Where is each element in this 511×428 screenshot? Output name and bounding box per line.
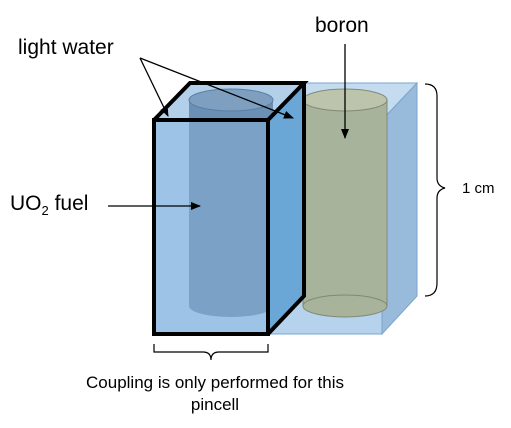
arrow-water-left — [139, 57, 169, 117]
fuel-label-suffix: fuel — [48, 192, 89, 215]
dimension-label: 1 cm — [462, 180, 495, 197]
fuel-pincell — [152, 81, 309, 336]
light-water-label: light water — [18, 36, 114, 59]
dimension-bracket — [424, 83, 446, 297]
fuel-label-prefix: UO — [10, 192, 42, 215]
leader-arrows — [108, 44, 349, 210]
coupling-note: Coupling is only performed for this pinc… — [86, 373, 344, 414]
fuel-cylinder-bottom — [189, 295, 273, 317]
fuel-outline-side — [266, 83, 306, 336]
fuel-box-side — [268, 83, 304, 334]
fuel-outline-top — [152, 81, 309, 122]
coupling-bracket — [153, 344, 269, 361]
fuel-cylinder-top — [188, 88, 274, 112]
fuel-front-overlay — [154, 120, 268, 334]
fuel-label-subscript: 2 — [41, 203, 49, 219]
arrow-water-right — [139, 57, 294, 119]
fuel-cylinder-body — [189, 100, 273, 306]
boron-label: boron — [315, 14, 369, 37]
fuel-label: UO2 fuel — [10, 192, 88, 218]
boron-cylinder-bottom — [302, 294, 388, 318]
